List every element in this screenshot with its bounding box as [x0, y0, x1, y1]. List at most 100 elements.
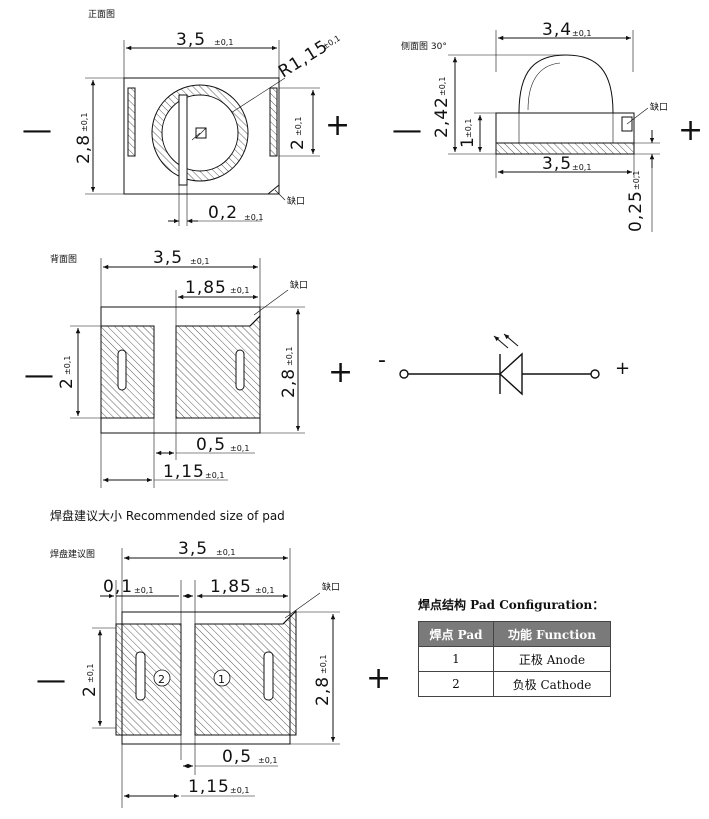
front-notch	[267, 184, 280, 195]
back-pad-height-label: 2	[57, 377, 77, 389]
side-view: 侧面图 30° 3,4 ±0,1 缺口 2,42 ±0,1 1	[392, 20, 703, 232]
back-width-tol: ±0,1	[190, 257, 209, 266]
pad-offset-label: 0,1	[103, 577, 133, 597]
front-plus-sign: +	[325, 108, 350, 143]
front-notch-label: 缺口	[287, 195, 305, 207]
back-height-label: 2,8	[279, 368, 299, 398]
front-left-strip	[127, 87, 136, 157]
front-inner-height-label: 2	[288, 138, 308, 150]
back-left-slot	[117, 349, 127, 391]
pad-view-title: 焊盘建议图	[50, 548, 95, 560]
side-total-height-label: 2,42	[432, 96, 452, 138]
front-gap-tol: ±0,1	[244, 213, 263, 222]
symbol-plus-sign: +	[615, 358, 630, 379]
pad-minus-sign: —	[36, 663, 66, 698]
side-top-width-tol: ±0,1	[572, 29, 591, 38]
side-base-height-label: 0,25	[626, 190, 646, 232]
pad-pad-width-label: 1,85	[210, 577, 252, 597]
back-pad-height-tol: ±0,1	[63, 356, 72, 375]
pad-right-pad	[194, 609, 297, 736]
pad-plus-sign: +	[366, 661, 391, 696]
pad-config-cell-function: 负极 Cathode	[493, 671, 611, 697]
pad-view: 焊盘建议大小 Recommended size of pad 焊盘建议图 3,5…	[36, 508, 391, 808]
front-right-strip	[269, 87, 278, 157]
side-view-title: 侧面图 30°	[401, 40, 447, 52]
back-left-pad	[100, 325, 155, 419]
back-pad-width-tol: ±0,1	[230, 286, 249, 295]
pad-number-1-circle	[213, 669, 231, 687]
front-width-label: 3,5	[176, 30, 206, 50]
pad-config-cell-pad: 2	[418, 671, 494, 697]
front-minus-sign: —	[22, 113, 52, 148]
pad-pad-height-label: 2	[80, 685, 100, 697]
side-notch-label: 缺口	[650, 101, 668, 113]
pad-config-title: 焊点结构 Pad Configuration：	[418, 598, 605, 612]
back-pad-width-label: 1,85	[185, 278, 227, 298]
side-total-height-tol: ±0,1	[438, 77, 447, 96]
side-notch	[621, 116, 633, 132]
symbol-right-terminal	[590, 369, 600, 379]
pad-width-label: 3,5	[178, 539, 208, 559]
pad-config-cell-pad: 1	[418, 646, 494, 672]
back-small-pad-label: 1,15	[163, 462, 205, 482]
front-gap-label: 0,2	[208, 203, 238, 223]
back-right-pad	[175, 314, 261, 419]
pad-right-slot	[263, 651, 274, 701]
back-view-title: 背面图	[50, 253, 77, 265]
side-bottom-width-label: 3,5	[542, 154, 572, 174]
back-plus-sign: +	[328, 355, 353, 390]
back-notch-label: 缺口	[290, 279, 308, 291]
side-base-height-tol: ±0,1	[632, 171, 641, 190]
pad-offset-tol: ±0,1	[134, 586, 153, 595]
back-width-label: 3,5	[153, 248, 183, 268]
table-row: 1 正极 Anode	[418, 646, 611, 672]
symbol-light-arrow-1	[493, 335, 509, 349]
pad-config-table: 焊点 Pad 功能 Function 1 正极 Anode 2 负极 Catho…	[418, 621, 611, 697]
side-body-height-label: 1	[458, 136, 478, 148]
pad-width-tol: ±0,1	[216, 548, 235, 557]
front-height-tol: ±0,1	[80, 113, 89, 132]
front-radius-tol: ±0,1	[321, 34, 342, 52]
back-height-tol: ±0,1	[285, 347, 294, 366]
symbol-diode-triangle	[498, 352, 523, 396]
pad-config-header-pad: 焊点 Pad	[418, 621, 494, 647]
back-small-pad-tol: ±0,1	[205, 471, 224, 480]
pad-left-slot	[135, 651, 146, 701]
pad-config-header-function: 功能 Function	[493, 621, 611, 647]
side-dome	[518, 54, 614, 114]
led-symbol: - +	[378, 333, 630, 396]
symbol-left-terminal	[399, 369, 409, 379]
front-view: 正面图 3,5 ±0,1 R1,15 ±0,1 缺口	[22, 9, 350, 226]
symbol-minus-sign: -	[378, 348, 386, 373]
pad-config-cell-function: 正极 Anode	[493, 646, 611, 672]
side-plus-sign: +	[678, 113, 703, 148]
table-row: 2 负极 Cathode	[418, 671, 611, 697]
pad-pad-width-tol: ±0,1	[255, 586, 274, 595]
pad-small-pad-label: 1,15	[188, 777, 230, 797]
side-body-height-tol: ±0,1	[464, 119, 473, 138]
pad-height-label: 2,8	[313, 676, 333, 706]
pad-notch-label: 缺口	[322, 581, 340, 593]
side-bottom-width-tol: ±0,1	[572, 163, 591, 172]
back-gap-tol: ±0,1	[230, 444, 249, 453]
back-right-slot	[235, 349, 245, 391]
symbol-light-arrow-2	[503, 333, 519, 347]
side-minus-sign: —	[392, 113, 422, 148]
back-minus-sign: —	[24, 358, 54, 393]
pad-section-heading: 焊盘建议大小 Recommended size of pad	[50, 508, 285, 523]
side-base	[495, 142, 635, 155]
front-inner-height-tol: ±0,1	[294, 117, 303, 136]
pad-number-1: 1	[218, 673, 225, 686]
pad-pad-height-tol: ±0,1	[86, 664, 95, 683]
front-width-tol: ±0,1	[214, 38, 233, 47]
front-view-title: 正面图	[88, 9, 115, 20]
back-view: 背面图 3,5 ±0,1 1,85 ±0,1 缺口 2 ±0,1	[24, 248, 353, 488]
pad-height-tol: ±0,1	[319, 655, 328, 674]
pad-gap-label: 0,5	[222, 747, 252, 767]
back-gap-label: 0,5	[196, 435, 226, 455]
pad-number-2: 2	[158, 673, 165, 686]
front-lead-bar	[178, 94, 188, 186]
side-top-width-label: 3,4	[542, 20, 572, 40]
pad-left-pad	[115, 623, 182, 736]
